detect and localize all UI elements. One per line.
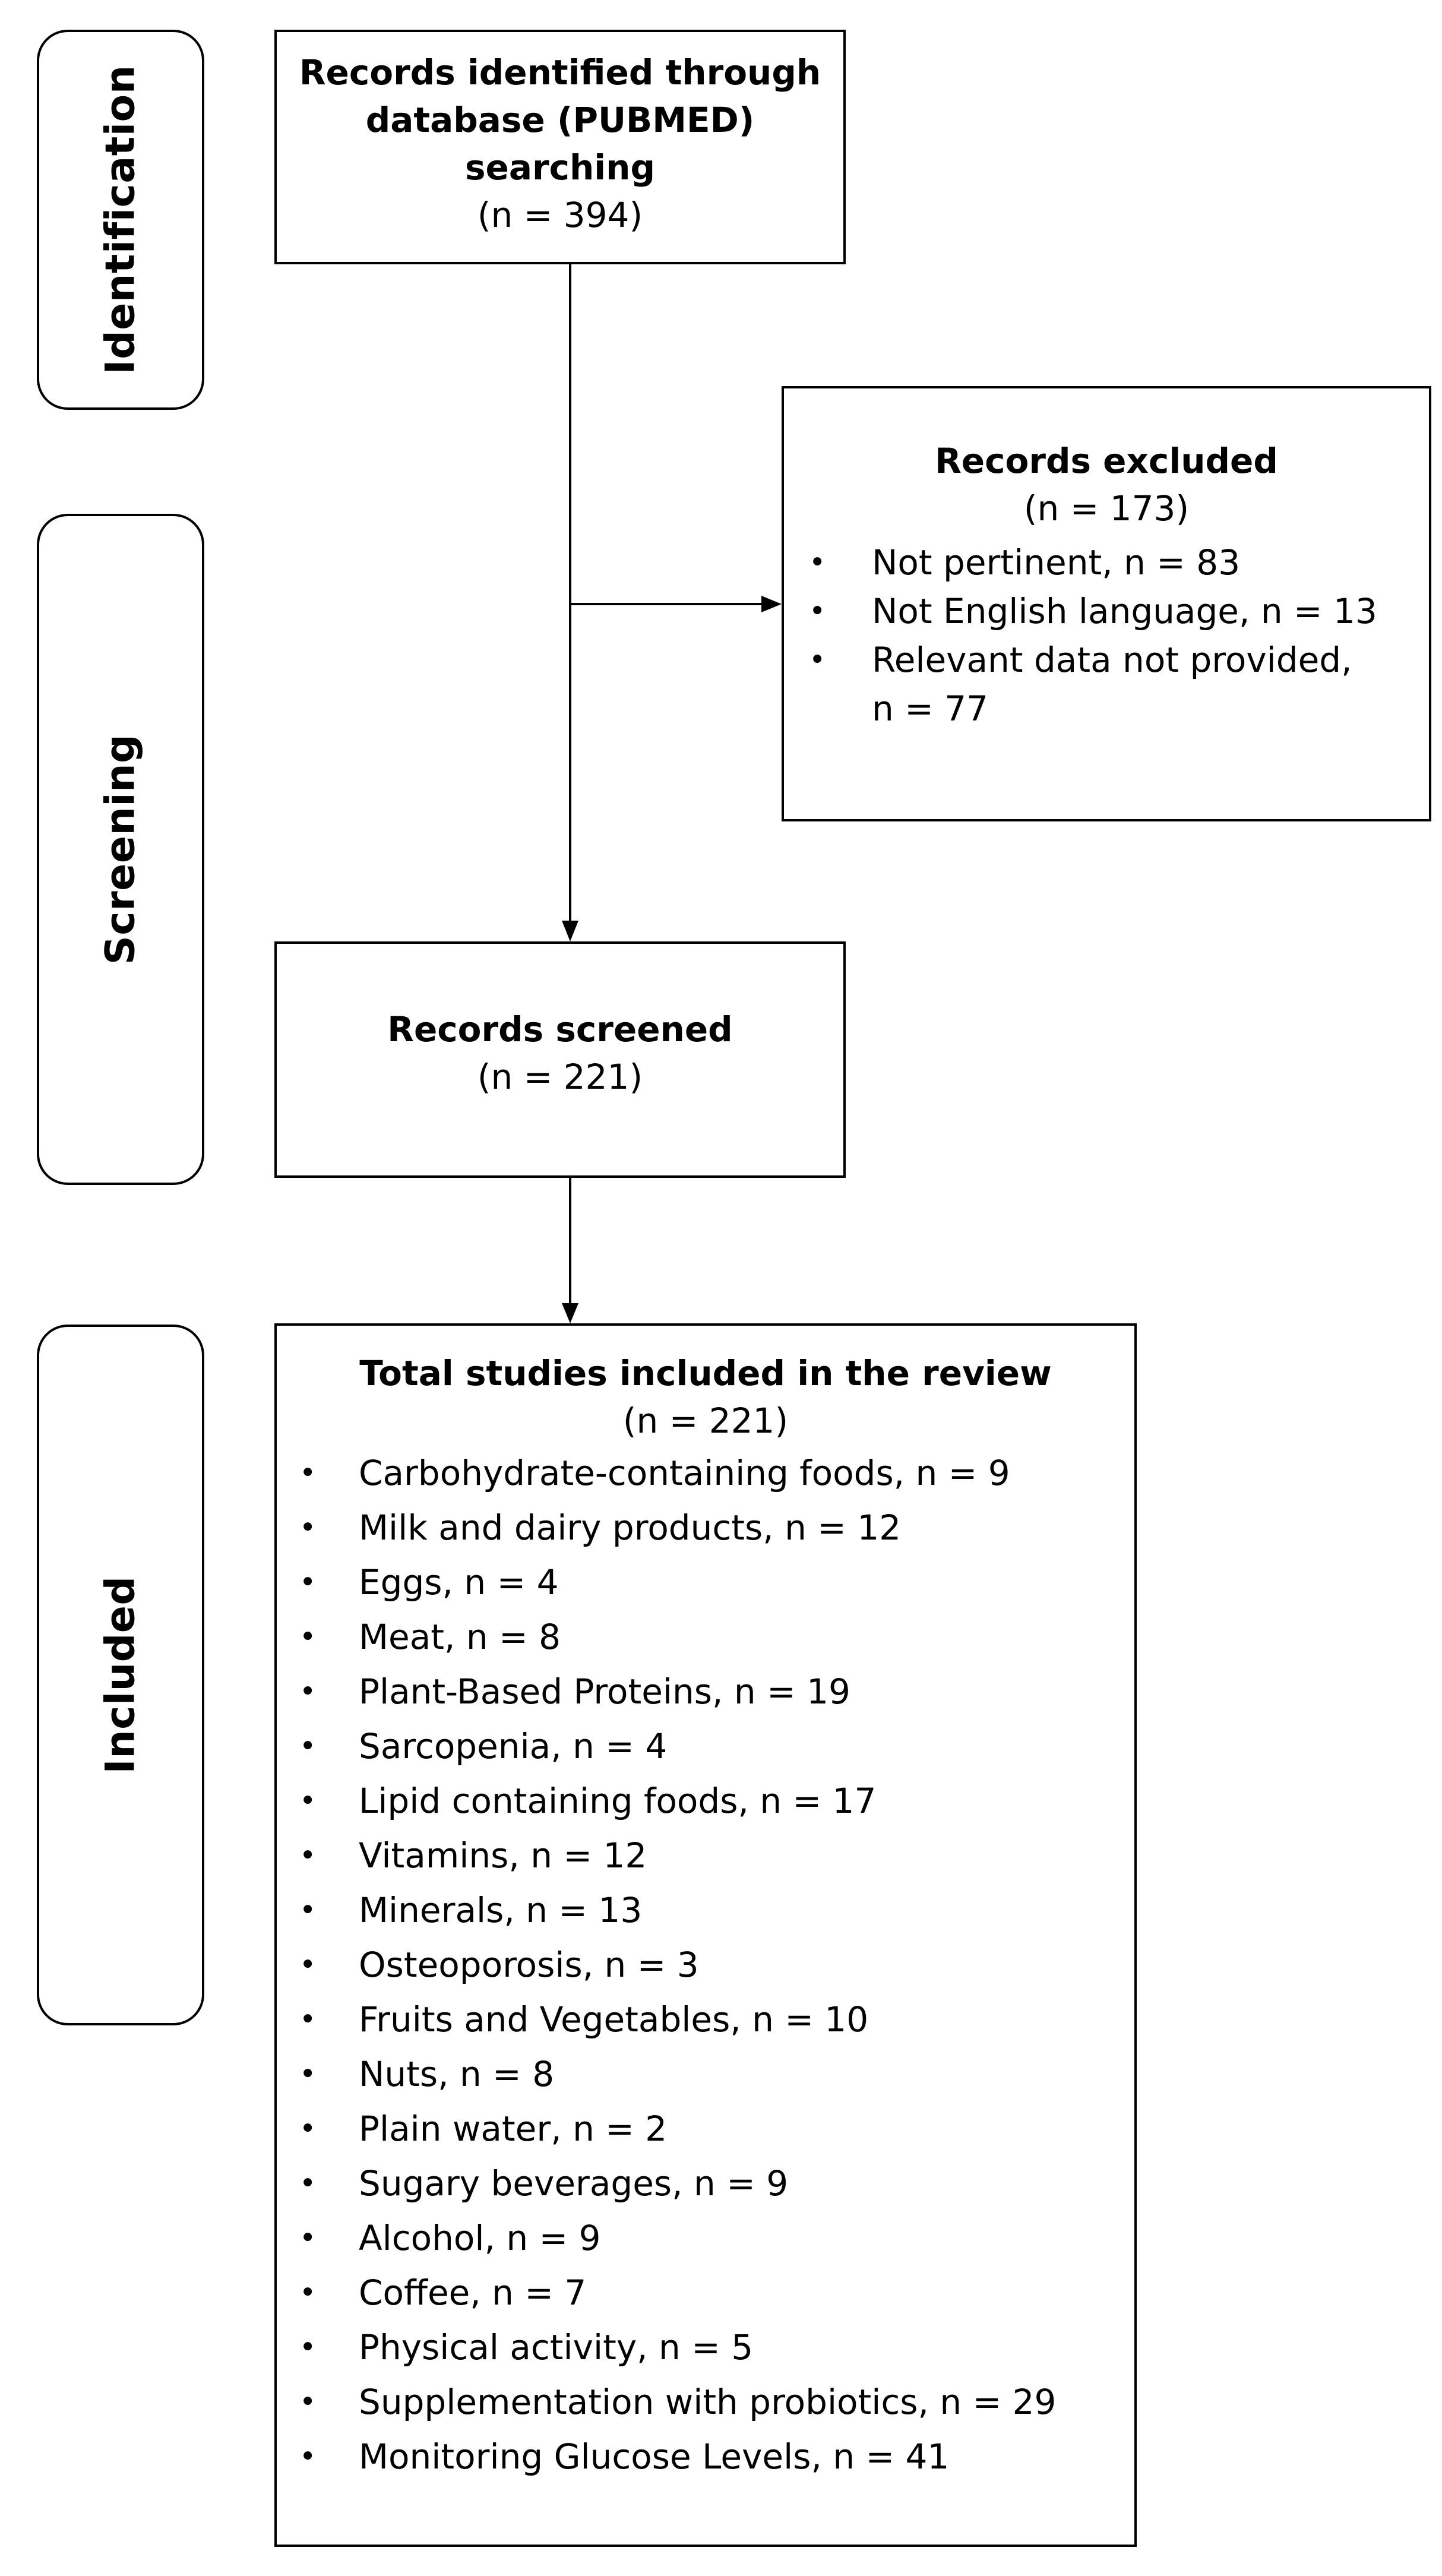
included-topic-item: • Eggs, n = 4 <box>277 1555 1134 1610</box>
included-topic-item: • Sarcopenia, n = 4 <box>277 1719 1134 1774</box>
included-topic-item: • Alcohol, n = 9 <box>277 2211 1134 2265</box>
included-topic-text: Nuts, n = 8 <box>359 2054 555 2094</box>
bullet-icon: • <box>299 1511 317 1544</box>
included-topic-text: Supplementation with probiotics, n = 29 <box>359 2382 1057 2422</box>
included-topic-text: Eggs, n = 4 <box>359 1562 559 1603</box>
bullet-icon: • <box>299 1784 317 1818</box>
bullet-icon: • <box>299 2112 317 2145</box>
exclusion-reason-text: n = 77 <box>872 688 989 729</box>
bullet-icon: • <box>299 2057 317 2091</box>
phase-label-identification: Identification <box>37 30 204 410</box>
included-topic-item: • Osteoporosis, n = 3 <box>277 1937 1134 1992</box>
included-topic-text: Sarcopenia, n = 4 <box>359 1726 668 1766</box>
bullet-icon: • <box>299 1948 317 1981</box>
included-topic-item: • Minerals, n = 13 <box>277 1883 1134 1937</box>
phase-label-included: Included <box>37 1325 204 2025</box>
records-identified-title-line-3: searching <box>465 147 655 188</box>
bullet-icon: • <box>299 2221 317 2255</box>
included-topic-item: • Fruits and Vegetables, n = 10 <box>277 1992 1134 2047</box>
included-topic-text: Minerals, n = 13 <box>359 1890 643 1930</box>
included-topics-list: • Carbohydrate-containing foods, n = 9 • Mi… <box>277 1446 1134 2484</box>
studies-included-title: Total studies included in the review <box>359 1353 1052 1393</box>
exclusion-reason-text: Not pertinent, n = 83 <box>872 542 1241 583</box>
records-identified-title-line-1: Records identified through <box>299 52 821 93</box>
included-topic-text: Vitamins, n = 12 <box>359 1835 647 1876</box>
records-identified-box: Records identified through database (PUB… <box>274 30 846 264</box>
records-excluded-title: Records excluded <box>935 441 1278 481</box>
bullet-icon: • <box>809 595 826 628</box>
records-identified-title-line-2: database (PUBMED) <box>365 100 755 140</box>
records-excluded-box: Records excluded (n = 173) • Not pertine… <box>782 386 1431 821</box>
studies-included-count: (n = 221) <box>622 1401 789 1441</box>
records-screened-title: Records screened <box>387 1009 733 1050</box>
included-topic-item: • Sugary beverages, n = 9 <box>277 2156 1134 2211</box>
included-topic-text: Osteoporosis, n = 3 <box>359 1945 699 1985</box>
included-topic-text: Coffee, n = 7 <box>359 2272 587 2313</box>
included-topic-text: Fruits and Vegetables, n = 10 <box>359 1999 869 2040</box>
included-topic-text: Physical activity, n = 5 <box>359 2327 754 2368</box>
bullet-icon: • <box>299 1620 317 1654</box>
arrowhead-excluded <box>761 596 782 612</box>
exclusion-reason-text: Not English language, n = 13 <box>872 591 1377 631</box>
exclusion-reason-item: • Not English language, n = 13 <box>784 587 1429 636</box>
exclusion-reason-text: Relevant data not provided, <box>872 640 1352 680</box>
bullet-icon: • <box>299 1456 317 1490</box>
exclusion-reason-item: • Not pertinent, n = 83 <box>784 538 1429 587</box>
included-topic-text: Lipid containing foods, n = 17 <box>359 1781 877 1821</box>
bullet-icon: • <box>299 2385 317 2419</box>
bullet-icon: • <box>809 546 826 579</box>
bullet-icon: • <box>299 2276 317 2309</box>
bullet-icon: • <box>299 1566 317 1599</box>
included-topic-text: Plant-Based Proteins, n = 19 <box>359 1671 850 1712</box>
included-topic-item: • Vitamins, n = 12 <box>277 1828 1134 1883</box>
included-topic-text: Alcohol, n = 9 <box>359 2218 601 2258</box>
records-identified-count: (n = 394) <box>477 195 643 235</box>
exclusion-reason-continuation: n = 77 <box>784 684 1429 733</box>
included-topic-text: Carbohydrate-containing foods, n = 9 <box>359 1453 1010 1493</box>
arrowhead-included <box>562 1303 578 1323</box>
included-topic-text: Sugary beverages, n = 9 <box>359 2163 789 2204</box>
included-topic-text: Milk and dairy products, n = 12 <box>359 1507 902 1548</box>
included-topic-item: • Coffee, n = 7 <box>277 2265 1134 2320</box>
bullet-icon: • <box>299 1730 317 1763</box>
included-topic-item: • Supplementation with probiotics, n = 29 <box>277 2375 1134 2429</box>
bullet-icon: • <box>299 1839 317 1872</box>
bullet-icon: • <box>299 1675 317 1708</box>
bullet-icon: • <box>299 2331 317 2364</box>
included-topic-text: Monitoring Glucose Levels, n = 41 <box>359 2436 950 2477</box>
included-topic-item: • Carbohydrate-containing foods, n = 9 <box>277 1446 1134 1500</box>
records-screened-box: Records screened (n = 221) <box>274 941 846 1178</box>
bullet-icon: • <box>299 2167 317 2200</box>
bullet-icon: • <box>299 1894 317 1927</box>
bullet-icon: • <box>299 2003 317 2036</box>
arrowhead-screened <box>562 921 578 941</box>
records-screened-count: (n = 221) <box>477 1057 643 1097</box>
included-topic-item: • Monitoring Glucose Levels, n = 41 <box>277 2429 1134 2484</box>
included-topic-text: Meat, n = 8 <box>359 1617 561 1657</box>
included-topic-item: • Nuts, n = 8 <box>277 2047 1134 2101</box>
included-topic-item: • Physical activity, n = 5 <box>277 2320 1134 2375</box>
bullet-icon: • <box>809 643 826 677</box>
included-topic-item: • Plain water, n = 2 <box>277 2101 1134 2156</box>
included-topic-item: • Milk and dairy products, n = 12 <box>277 1500 1134 1555</box>
exclusion-reasons-list: • Not pertinent, n = 83 • Not English la… <box>784 538 1429 733</box>
included-topic-item: • Lipid containing foods, n = 17 <box>277 1774 1134 1828</box>
included-topic-text: Plain water, n = 2 <box>359 2109 668 2149</box>
included-topic-item: • Plant-Based Proteins, n = 19 <box>277 1664 1134 1719</box>
records-excluded-count: (n = 173) <box>1023 488 1190 529</box>
bullet-icon: • <box>299 2440 317 2473</box>
exclusion-reason-item: • Relevant data not provided, <box>784 636 1429 684</box>
phase-label-screening: Screening <box>37 514 204 1185</box>
studies-included-box: Total studies included in the review (n … <box>274 1323 1137 2547</box>
included-topic-item: • Meat, n = 8 <box>277 1610 1134 1664</box>
